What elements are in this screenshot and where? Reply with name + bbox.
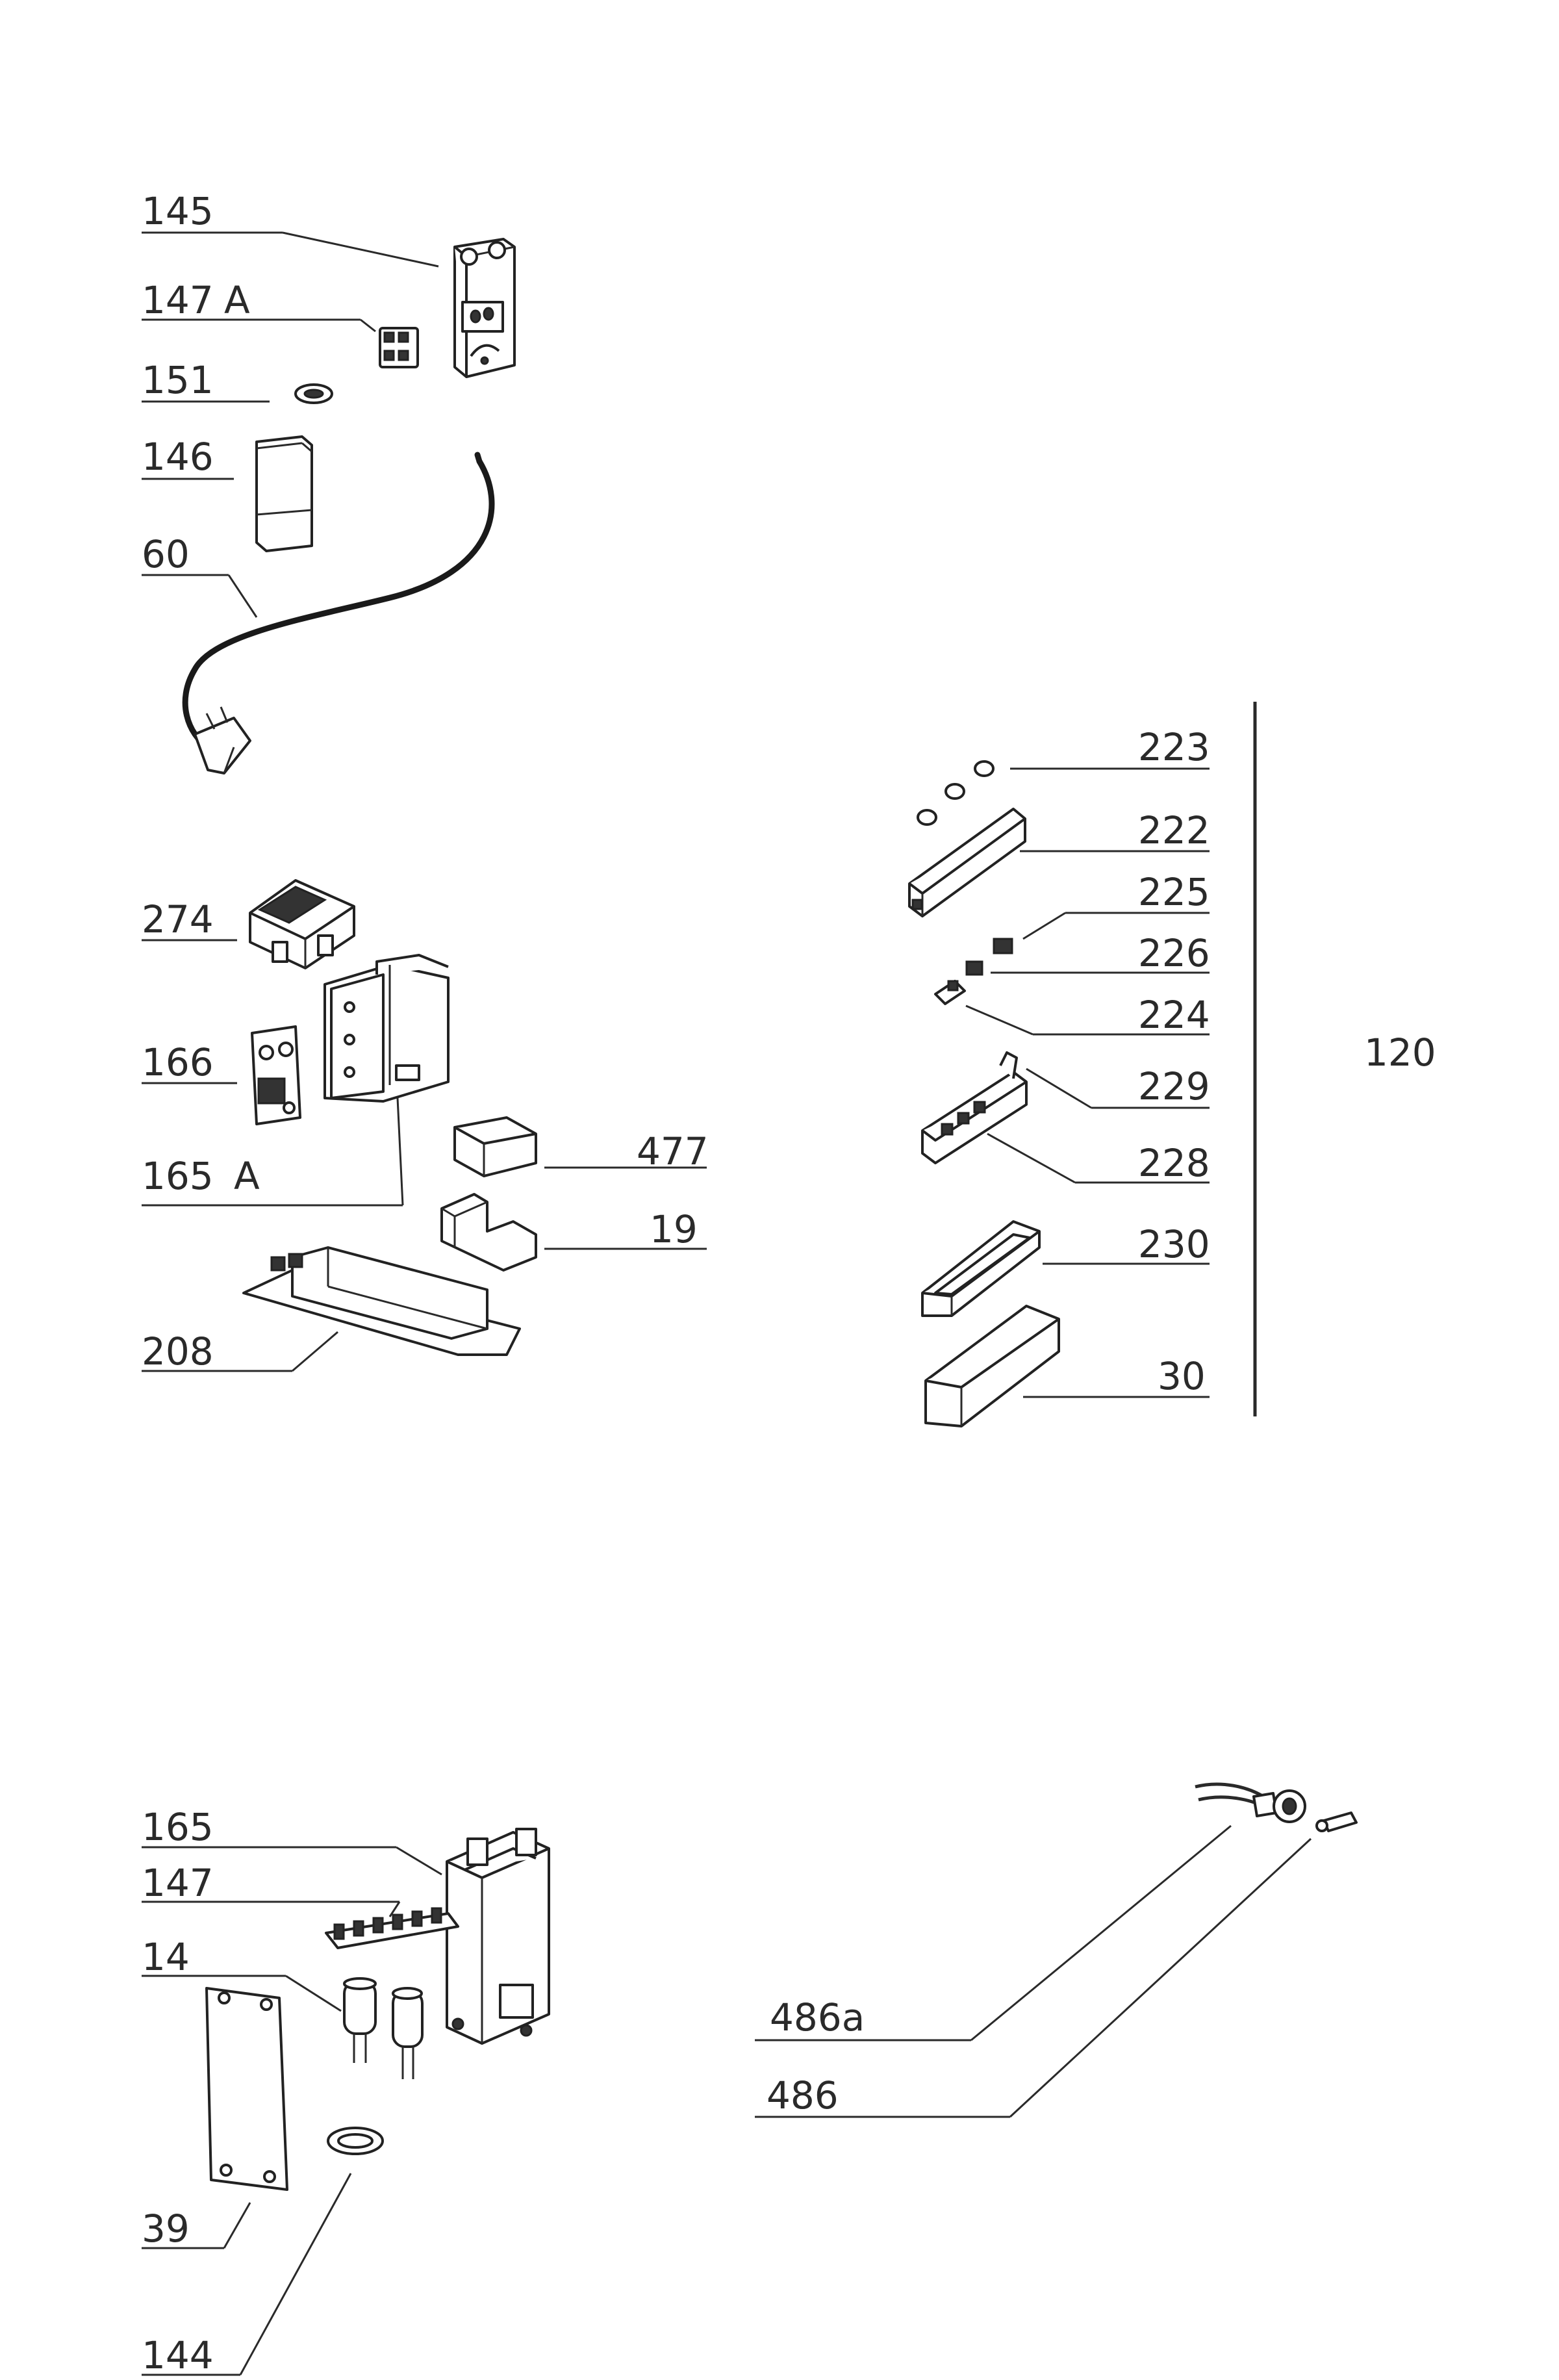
- label-146: 146: [142, 435, 214, 479]
- sensor-cable-part: [1195, 1782, 1306, 1823]
- callout-477: 477: [544, 1129, 709, 1173]
- label-486a: 486a: [770, 1995, 865, 2040]
- clip-part-224: [934, 980, 966, 1005]
- callout-147a: 147 A: [142, 278, 376, 333]
- capacitor-icon: [343, 1977, 424, 2079]
- grommet-oval-part: [327, 2127, 384, 2155]
- label-60: 60: [142, 532, 190, 576]
- cover-plate-part: [205, 1987, 288, 2191]
- label-147a-suffix: A: [224, 278, 250, 322]
- enclosure-part: [446, 1828, 550, 2045]
- power-cable-part: [182, 452, 495, 774]
- label-19: 19: [650, 1207, 698, 1251]
- bracket-block-part: [440, 1193, 537, 1272]
- sensor-pin-part: [1315, 1811, 1358, 1832]
- power-plug-icon: [194, 706, 251, 774]
- callout-230: 230: [1043, 1222, 1210, 1266]
- grommet-part: [294, 383, 333, 404]
- callout-145: 145: [142, 189, 439, 268]
- label-144: 144: [142, 2333, 214, 2377]
- callout-486a: 486a: [755, 1824, 1232, 2041]
- label-477: 477: [637, 1129, 709, 1173]
- callout-19: 19: [544, 1207, 707, 1251]
- callout-151: 151: [142, 358, 270, 403]
- callout-208: 208: [142, 1329, 338, 1374]
- terminal-strip-part: [325, 1907, 459, 1949]
- label-223: 223: [1138, 725, 1210, 769]
- switch-housing-part: [249, 879, 355, 969]
- label-222: 222: [1138, 808, 1210, 852]
- callout-486: 486: [755, 1837, 1312, 2118]
- label-147a-number: 147: [142, 278, 214, 322]
- callout-225: 225: [1022, 870, 1210, 940]
- label-30: 30: [1158, 1354, 1206, 1398]
- label-166: 166: [142, 1040, 214, 1084]
- callout-223: 223: [1010, 725, 1210, 770]
- callout-146: 146: [142, 435, 234, 480]
- label-274: 274: [142, 897, 214, 941]
- end-caps-part: [917, 760, 995, 826]
- starter-socket-part: [921, 1051, 1028, 1164]
- label-165a-number: 165: [142, 1154, 214, 1198]
- label-151: 151: [142, 358, 214, 402]
- label-14: 14: [142, 1935, 190, 1979]
- cap-block-part: [453, 1116, 537, 1177]
- callout-228: 228: [987, 1132, 1210, 1185]
- callout-274: 274: [142, 897, 237, 941]
- electrical-box-part: [323, 954, 450, 1103]
- callout-39: 39: [142, 2202, 251, 2251]
- callout-222: 222: [1020, 808, 1210, 852]
- label-226: 226: [1138, 931, 1210, 975]
- label-208: 208: [142, 1329, 214, 1374]
- callout-165a: 165 A: [142, 1097, 404, 1207]
- label-224: 224: [1138, 993, 1210, 1037]
- callout-147: 147: [142, 1861, 401, 1917]
- lamp-holder-part: [908, 808, 1026, 917]
- label-145: 145: [142, 189, 214, 233]
- callout-144: 144: [142, 2173, 352, 2377]
- terminal-block-small-part: [379, 327, 419, 368]
- label-147: 147: [142, 1861, 214, 1905]
- callout-224: 224: [965, 993, 1210, 1037]
- callout-229: 229: [1026, 1064, 1210, 1109]
- label-228: 228: [1138, 1141, 1210, 1185]
- lamp-tray-part: [921, 1220, 1041, 1317]
- clip-part-226: [965, 960, 983, 976]
- label-165: 165: [142, 1805, 214, 1849]
- callout-166: 166: [142, 1040, 237, 1084]
- cover-cap-part: [255, 435, 313, 552]
- label-120: 120: [1364, 1030, 1436, 1075]
- callout-165: 165: [142, 1805, 442, 1876]
- lamp-cover-part: [924, 1305, 1060, 1427]
- label-230: 230: [1138, 1222, 1210, 1266]
- circuit-board-part: [251, 1025, 301, 1125]
- clip-part-225: [993, 938, 1013, 954]
- callout-30: 30: [1023, 1354, 1210, 1398]
- label-165a-suffix: A: [234, 1154, 260, 1198]
- label-39: 39: [142, 2207, 190, 2251]
- thermostat-switch-part: [453, 238, 516, 378]
- ballast-part: [242, 1246, 521, 1356]
- callout-60: 60: [142, 532, 258, 618]
- label-486: 486: [767, 2073, 839, 2118]
- label-225: 225: [1138, 870, 1210, 914]
- callout-226: 226: [991, 931, 1210, 975]
- callout-14: 14: [142, 1935, 342, 2012]
- label-229: 229: [1138, 1064, 1210, 1108]
